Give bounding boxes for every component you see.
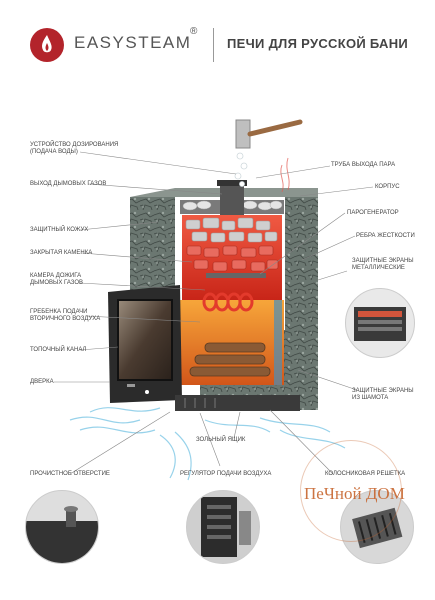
label-air-regulator: РЕГУЛЯТОР ПОДАЧИ ВОЗДУХА xyxy=(180,471,272,477)
label-body: КОРПУС xyxy=(375,184,400,190)
label-closed-heater: ЗАКРЫТАЯ КАМЕНКА xyxy=(30,250,93,256)
label-metal-screens: ЗАЩИТНЫЕ ЭКРАНЫ МЕТАЛЛИЧЕСКИЕ xyxy=(352,258,414,271)
label-secondary-air-comb: ГРЕБЕНКА ПОДАЧИ ВТОРИЧНОГО ВОЗДУХА xyxy=(30,309,101,322)
label-door: ДВЕРКА xyxy=(30,379,54,385)
label-dosing-device: УСТРОЙСТВО ДОЗИРОВАНИЯ (ПОДАЧА ВОДЫ) xyxy=(30,142,119,155)
brand-tagline: ПЕЧИ ДЛЯ РУССКОЙ БАНИ xyxy=(227,36,409,51)
registered-mark: ® xyxy=(190,26,198,37)
label-afterburn-chamber: КАМЕРА ДОЖИГА ДЫМОВЫХ ГАЗОВ xyxy=(30,273,84,286)
detail-cleaning-hole-image xyxy=(25,490,99,564)
label-flue-gas-outlet: ВЫХОД ДЫМОВЫХ ГАЗОВ xyxy=(30,181,107,187)
label-chamotte-screens: ЗАЩИТНЫЕ ЭКРАНЫ ИЗ ШАМОТА xyxy=(352,388,414,401)
header-divider xyxy=(213,28,214,62)
brand-name: EASYSTEAM xyxy=(74,33,192,52)
label-steam-generator: ПАРОГЕНЕРАТОР xyxy=(347,210,399,216)
label-cleaning-hole: ПРОЧИСТНОЕ ОТВЕРСТИЕ xyxy=(30,471,110,477)
label-stiffening-ribs: РЕБРА ЖЕСТКОСТИ xyxy=(356,233,415,239)
watermark-text: ПеЧной ДОМ xyxy=(304,484,405,503)
label-ash-box: ЗОЛЬНЫЙ ЯЩИК xyxy=(196,437,246,443)
detail-metal-screens-image xyxy=(345,288,415,358)
label-steam-pipe: ТРУБА ВЫХОДА ПАРА xyxy=(331,162,396,168)
label-fire-channel: ТОПОЧНЫЙ КАНАЛ xyxy=(30,347,87,353)
label-protective-casing: ЗАЩИТНЫЙ КОЖУХ xyxy=(30,227,89,233)
brand-logo-icon xyxy=(30,28,64,62)
watermark-ring xyxy=(300,440,402,542)
detail-air-regulator-image xyxy=(186,490,260,564)
